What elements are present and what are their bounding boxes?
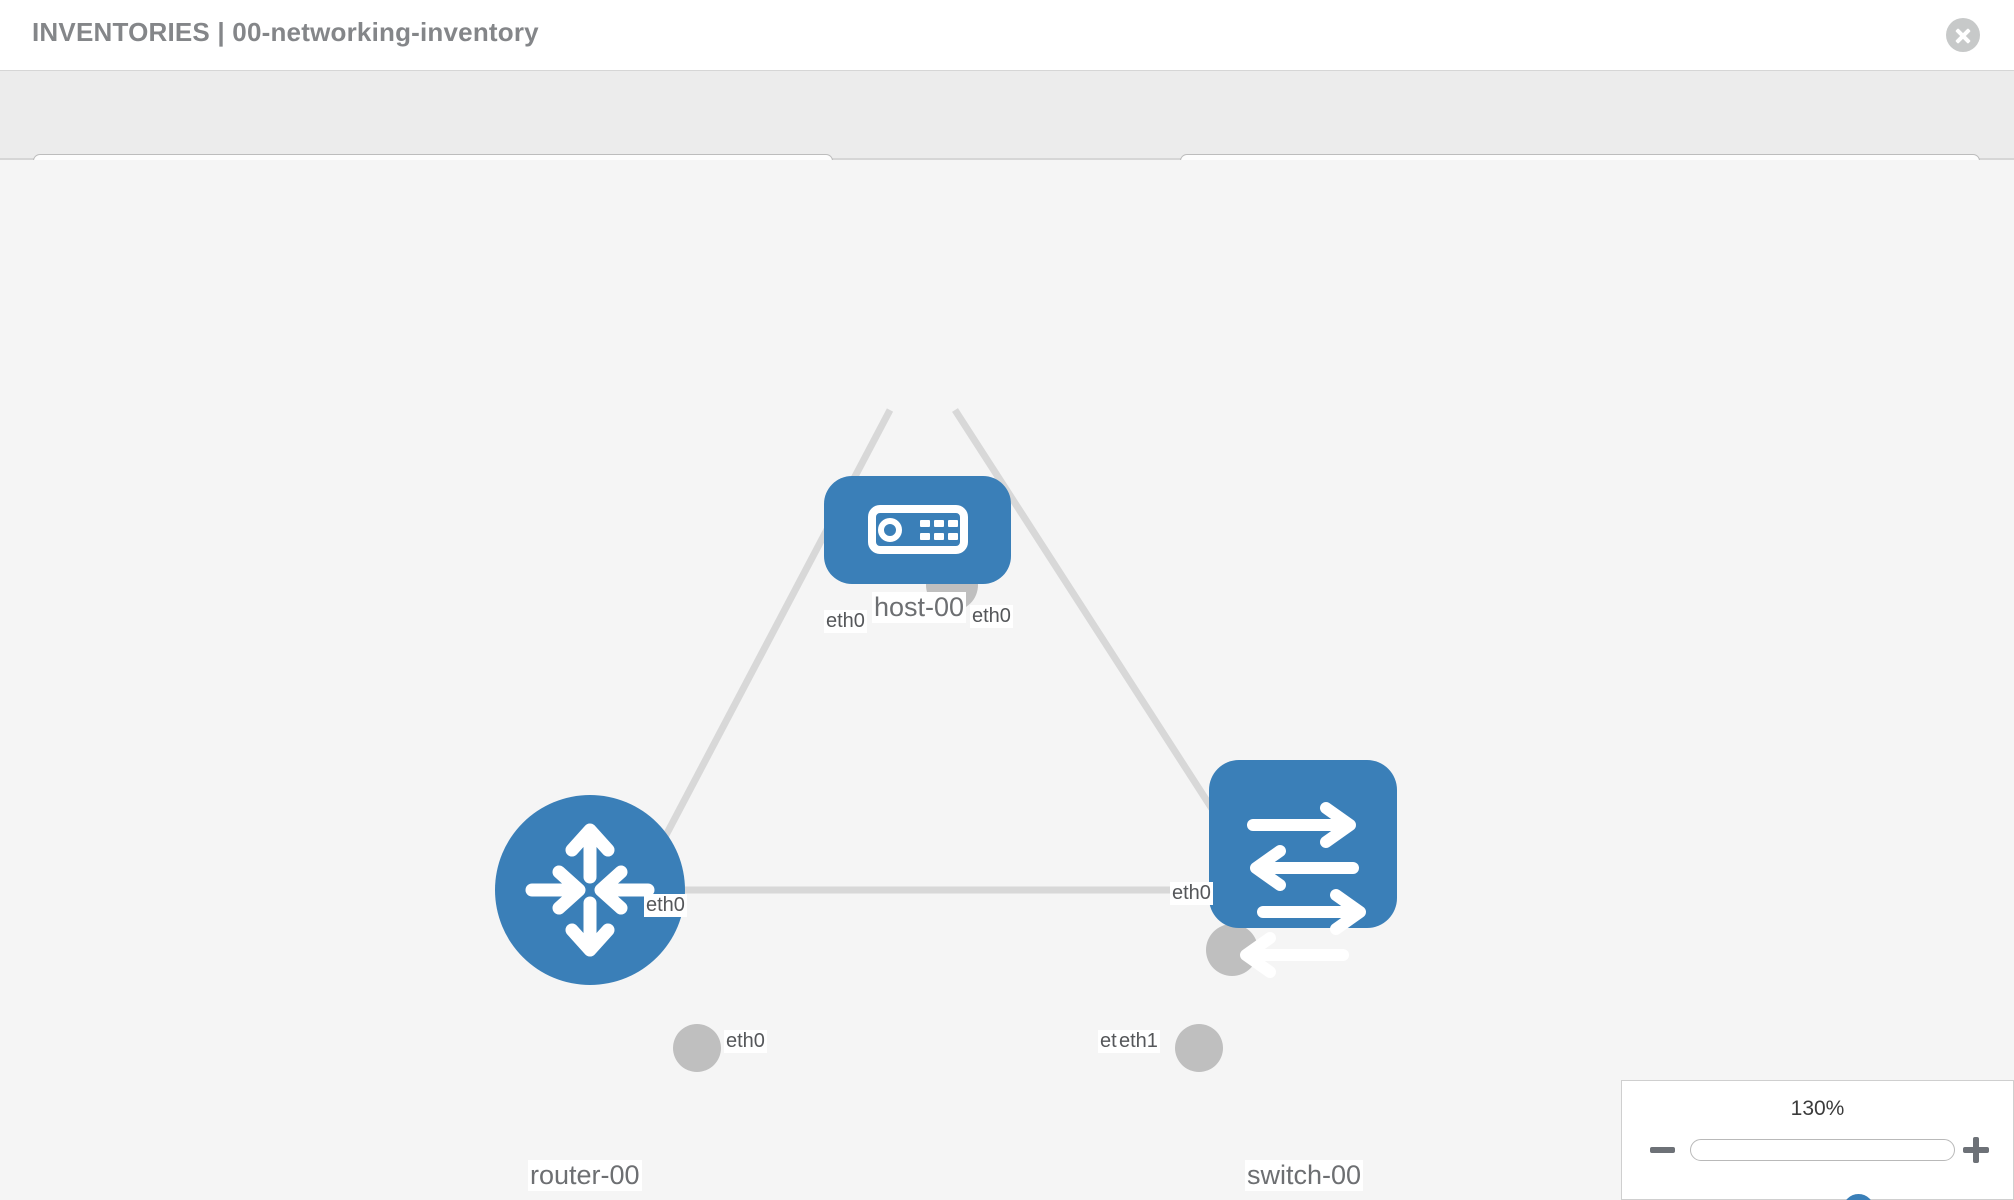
- connector-switch-topleft[interactable]: [1206, 924, 1258, 976]
- iface-label: eth0: [724, 1030, 767, 1053]
- toolbar: ACTIONS SEARCH: [0, 70, 2014, 208]
- zoom-slider[interactable]: [1690, 1139, 1955, 1200]
- plus-icon[interactable]: [1963, 1137, 1989, 1163]
- minus-icon[interactable]: [1650, 1147, 1675, 1153]
- page-header: INVENTORIES | 00-networking-inventory: [0, 0, 2014, 70]
- zoom-level-label: 130%: [1790, 1097, 1845, 1120]
- iface-label: eth0: [1170, 882, 1213, 905]
- node-label-switch-00: switch-00: [1245, 1160, 1364, 1191]
- topology-connectors: [673, 559, 1258, 1072]
- page-title: INVENTORIES | 00-networking-inventory: [32, 17, 539, 47]
- iface-label: eth1: [1117, 1030, 1160, 1053]
- topology-graph: [495, 408, 1397, 1072]
- node-label-router-00: router-00: [528, 1160, 642, 1191]
- iface-label: eth0: [970, 605, 1013, 628]
- zoom-slider-thumb[interactable]: [1843, 1194, 1874, 1200]
- edge-host-switch[interactable]: [952, 408, 1248, 862]
- close-icon[interactable]: [1946, 18, 1980, 52]
- node-label-host-00: host-00: [872, 592, 967, 623]
- connector-switch-left[interactable]: [1175, 1024, 1223, 1072]
- iface-label: eth0: [644, 894, 687, 917]
- zoom-control-panel: 130%: [1621, 1080, 2014, 1200]
- node-host-00[interactable]: [824, 476, 1011, 584]
- node-router-00[interactable]: [495, 795, 685, 985]
- topology-canvas[interactable]: host-00 router-00 switch-00 eth0 eth0 et…: [0, 160, 2014, 1200]
- iface-label: eth0: [824, 610, 867, 633]
- node-switch-00[interactable]: [1209, 760, 1397, 978]
- connector-router-right[interactable]: [673, 1024, 721, 1072]
